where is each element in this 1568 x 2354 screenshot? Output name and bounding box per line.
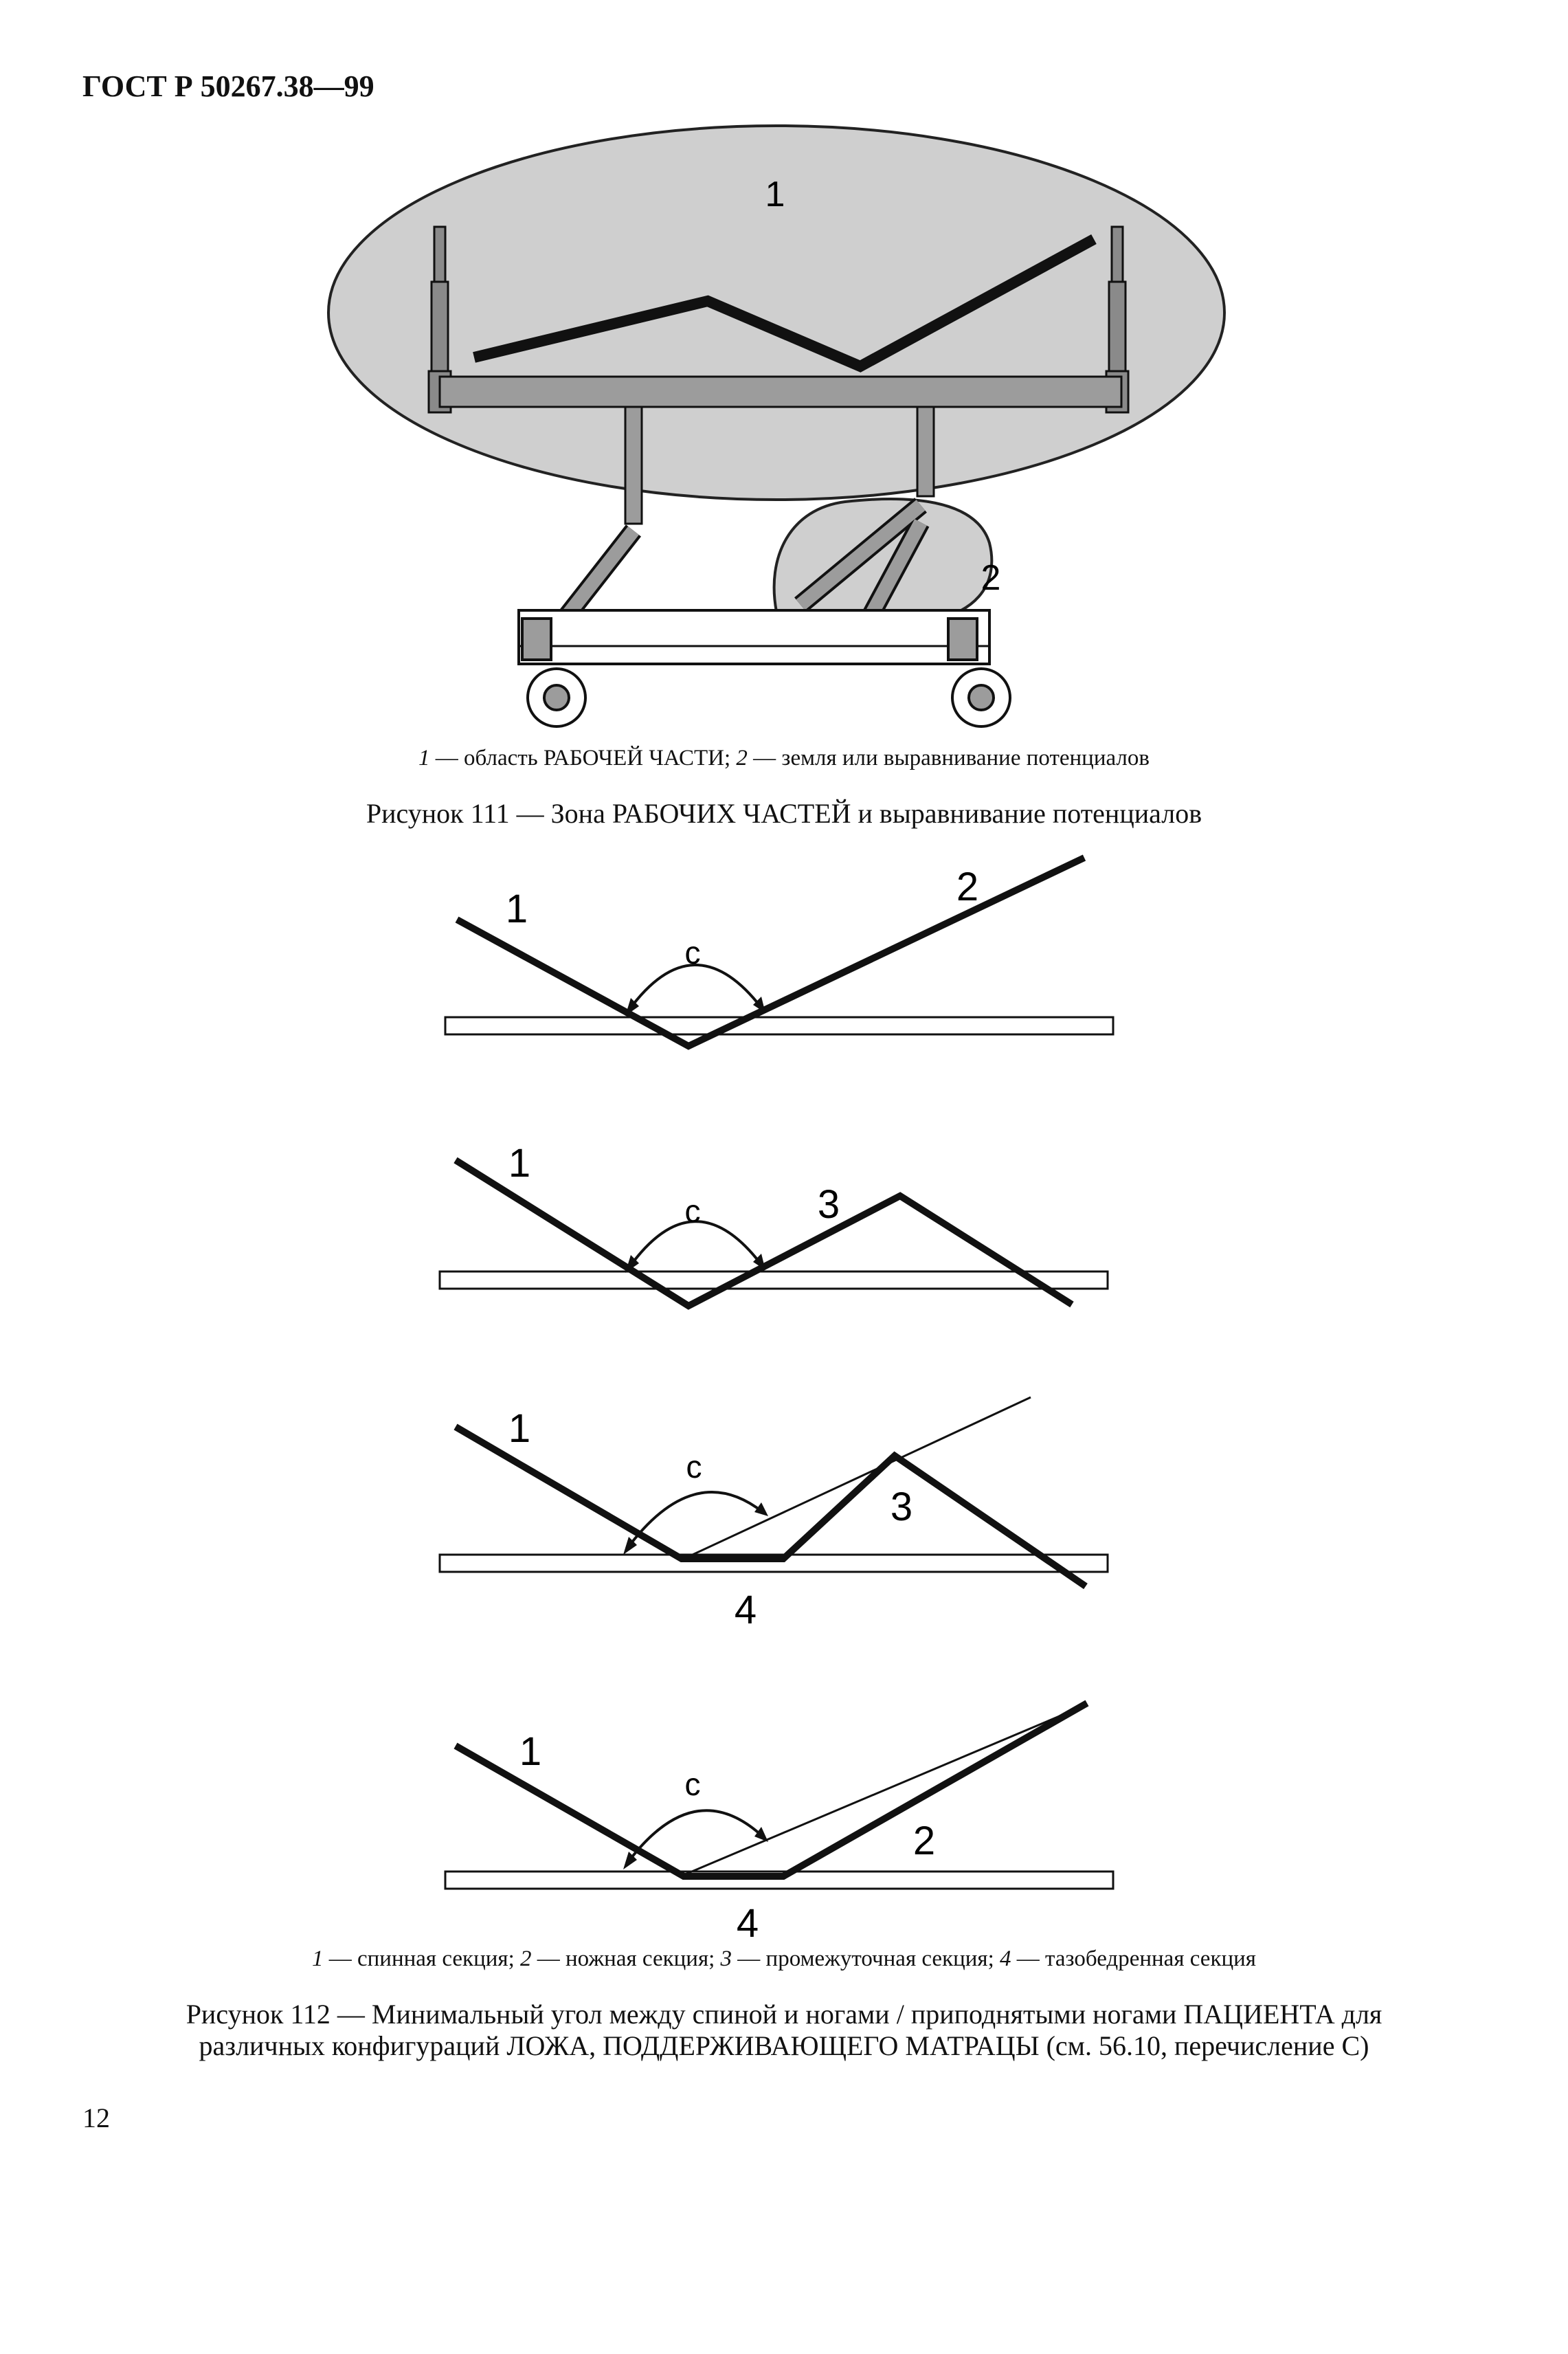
angle-arc [627,964,763,1012]
angle-arc [625,1491,764,1551]
section-label: 1 [519,1729,541,1774]
figure-112-legend: 1 — спинная секция; 2 — ножная секция; 3… [0,1946,1568,1972]
reference-line [683,1703,1088,1876]
legend-number: 2 [520,1946,532,1971]
legend-number: 2 [736,746,748,770]
bed-base [517,609,991,665]
caption-line-1: Рисунок 112 — Минимальный угол между спи… [186,1999,1382,2030]
label-ground: 2 [981,558,1001,598]
legend-text: — спинная секция; [323,1946,521,1971]
section-label: 1 [508,1406,530,1451]
bed-frame [438,375,1123,408]
legend-text: — тазобедренная секция [1011,1946,1256,1971]
bed-linkages-inner [559,500,927,623]
angle-arc [627,1220,763,1269]
angle-label: c [685,1766,701,1802]
figure-112-diagram-2: c 1 3 [438,1141,1109,1310]
bed-configuration-line [453,1700,1089,1880]
mattress-sections-line [473,234,1097,373]
figure-111-legend: 1 — область РАБОЧЕЙ ЧАСТИ; 2 — земля или… [0,746,1568,771]
legend-text: — земля или выравнивание потенциалов [747,746,1150,770]
bed-platform [438,1553,1109,1573]
legend-number: 1 [312,1946,324,1971]
document-header: ГОСТ Р 50267.38—99 [82,69,374,103]
bed-platform [444,1016,1115,1036]
legend-number: 3 [720,1946,732,1971]
bed-configuration-line [453,1423,1088,1590]
section-label: 2 [956,865,978,909]
legend-number: 1 [418,746,430,770]
section-label: 4 [735,1588,757,1632]
angle-label: c [685,1193,701,1229]
figure-111-caption: Рисунок 111 — Зона РАБОЧИХ ЧАСТЕЙ и выра… [366,798,1202,829]
figure-112-diagram-1: c 1 2 [444,854,1115,1050]
angle-label: c [686,1449,702,1485]
caption-line-2: различных конфигураций ЛОЖА, ПОДДЕРЖИВАЮ… [199,2030,1369,2061]
reference-line [683,1396,1031,1560]
section-label: 2 [913,1819,935,1863]
section-label: 3 [891,1485,912,1529]
angle-arc [625,1809,764,1865]
section-label: 1 [508,1141,530,1186]
page-number: 12 [82,2102,110,2133]
casters [521,617,1011,728]
bed-configuration-line [453,1157,1074,1310]
figure-112-caption: Рисунок 112 — Минимальный угол между спи… [124,1999,1444,2062]
section-label: 4 [737,1901,759,1946]
figure-112-diagram-4: c 1 2 4 [444,1700,1115,1946]
label-applied-part-area: 1 [765,175,785,214]
legend-text: — область РАБОЧЕЙ ЧАСТИ; [429,746,737,770]
bed-platform [438,1270,1109,1290]
legend-text: — промежуточная секция; [732,1946,1000,1971]
section-label: 1 [506,887,528,931]
legend-text: — ножная секция; [531,1946,721,1971]
bed-configuration-line [455,854,1086,1050]
section-label: 3 [818,1182,840,1227]
figure-111-bed-drawing: 1 2 [327,124,1226,728]
bed-legs [624,406,935,525]
legend-number: 4 [1000,1946,1011,1971]
angle-label: c [685,935,701,970]
figure-112-diagram-3: c 1 3 4 [438,1396,1109,1632]
